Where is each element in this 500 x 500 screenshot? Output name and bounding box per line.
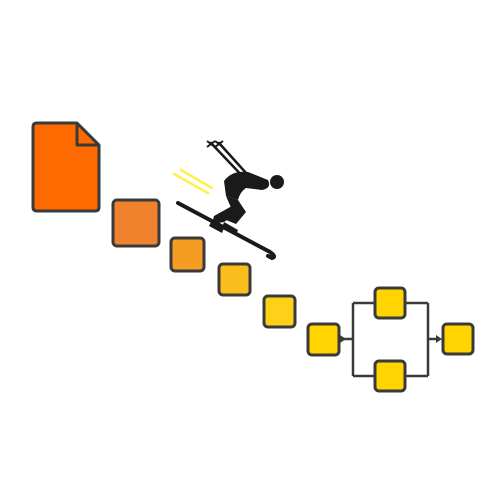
arrowhead-merge	[436, 335, 442, 343]
skier-icon	[172, 140, 284, 261]
flow-end-box	[441, 322, 475, 356]
branching-flow-diagram	[306, 286, 475, 393]
speed-lines	[172, 168, 214, 195]
flow-start-box	[306, 322, 341, 357]
document-icon	[31, 121, 101, 213]
flow-branch-lower-box	[373, 359, 407, 393]
step-box-4	[262, 294, 297, 329]
flow-branch-upper-box	[373, 286, 407, 320]
arrowhead-split	[340, 335, 346, 343]
step-box-3	[217, 262, 252, 297]
step-box-2	[169, 236, 206, 273]
step-box-1	[111, 198, 161, 248]
